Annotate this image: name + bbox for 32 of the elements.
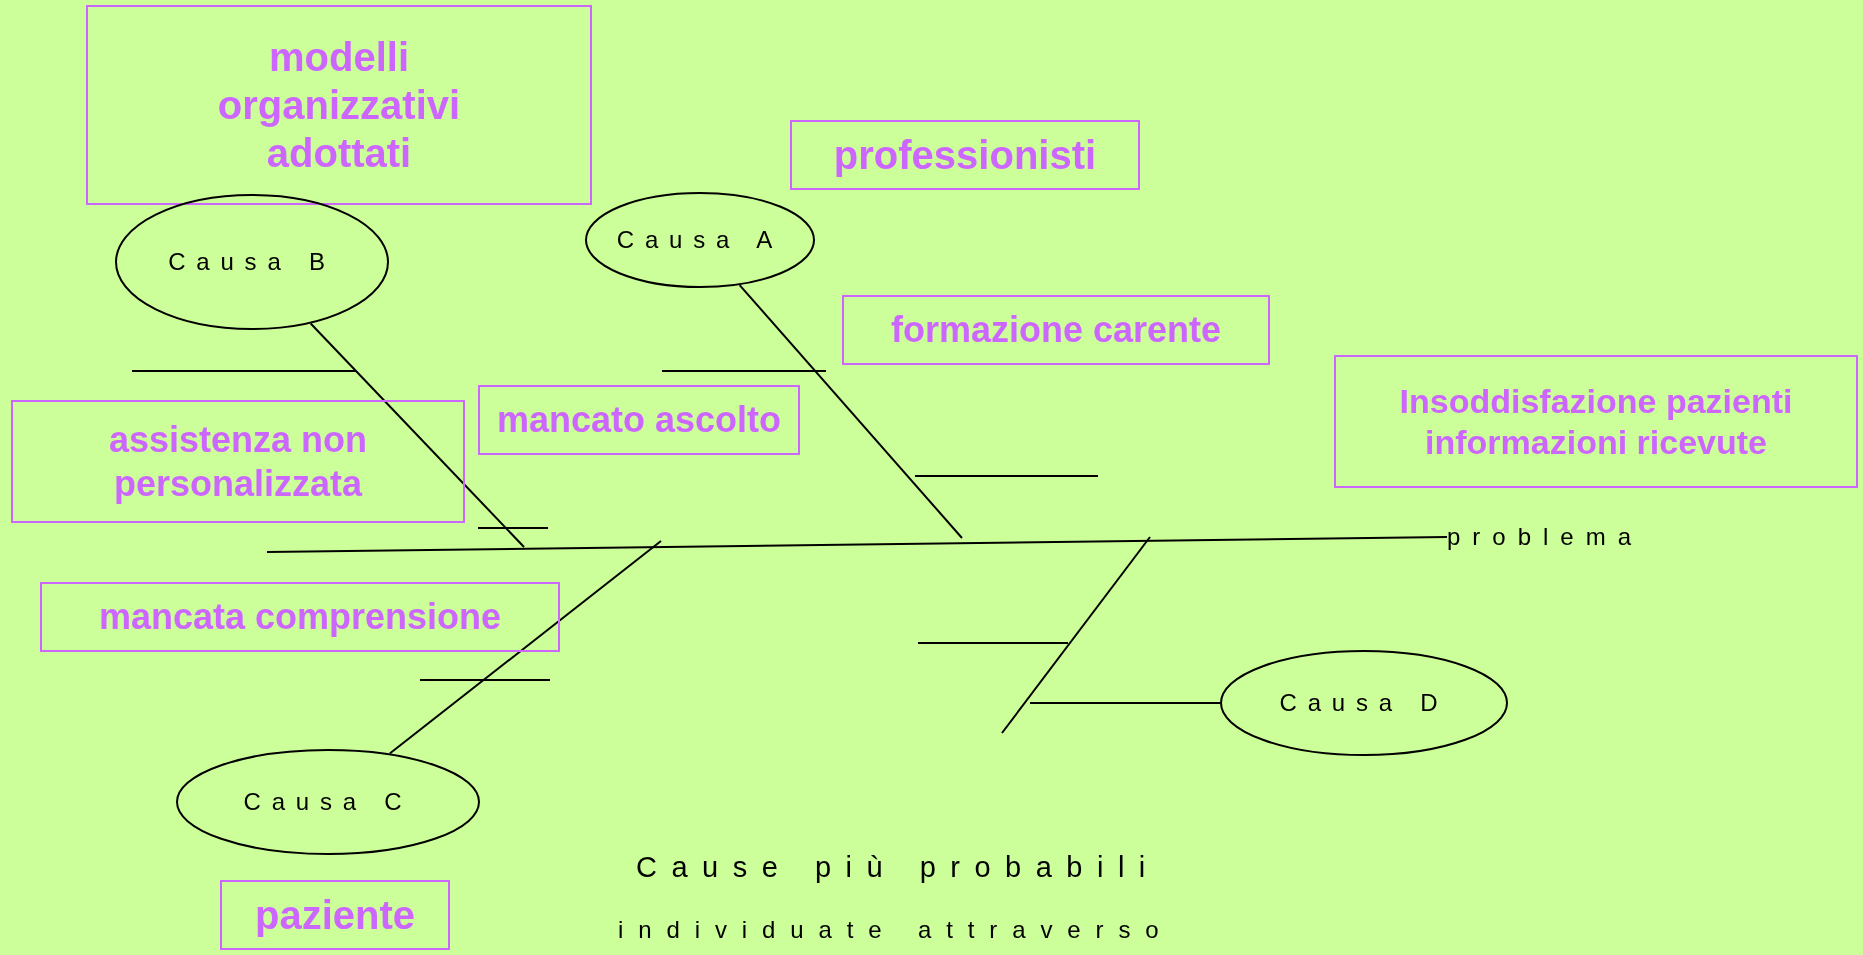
cause-ellipse: [1220, 650, 1508, 756]
cause-box: [1334, 355, 1858, 488]
cause-text: professionisti: [833, 132, 1097, 179]
cause-label: Causa D: [1279, 689, 1449, 717]
note-text: Cause più probabili: [636, 851, 1160, 884]
cause-label: Causa B: [168, 248, 336, 276]
cause-text: mancata comprensione: [98, 595, 502, 639]
cause-text: mancato ascolto: [496, 398, 782, 442]
cause-box: [11, 400, 465, 523]
cause-text: modelli organizzativi adottati: [216, 34, 462, 177]
fishbone-bone: [388, 540, 662, 755]
cause-label: Causa C: [243, 788, 413, 816]
note-text: individuate attraverso: [618, 916, 1174, 944]
spine-line: [266, 536, 1448, 553]
fishbone-bone: [738, 284, 963, 539]
fishbone-bone: [309, 322, 525, 548]
problem-label: problema: [1447, 523, 1644, 551]
cause-box: [86, 5, 592, 205]
cause-box: [790, 120, 1140, 190]
cause-box: [40, 582, 560, 652]
cause-ellipse: [115, 194, 389, 330]
cause-box: [220, 880, 450, 950]
cause-ellipse: [585, 192, 815, 288]
cause-text: paziente: [254, 892, 415, 939]
cause-text: formazione carente: [890, 308, 1222, 352]
cause-box: [478, 385, 800, 455]
cause-text: Insoddisfazione pazienti informazioni ricevute: [1398, 380, 1794, 463]
cause-text: assistenza non personalizzata: [107, 418, 369, 505]
cause-ellipse: [176, 749, 480, 855]
cause-box: [842, 295, 1270, 365]
cause-label: Causa A: [616, 226, 784, 254]
branch-line: [1029, 702, 1221, 704]
